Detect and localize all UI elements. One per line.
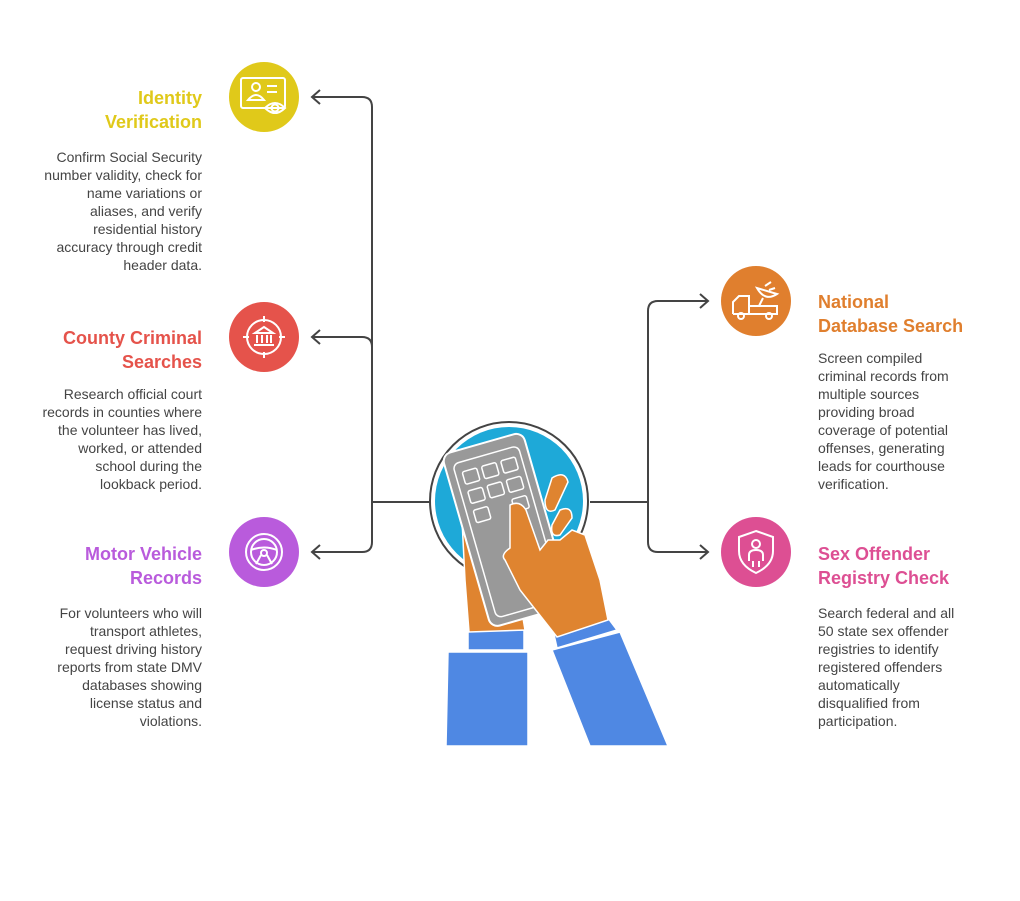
title-line: Motor Vehicle [84, 544, 202, 564]
title-line: County Criminal [62, 328, 202, 348]
title-line: Database Search [818, 316, 964, 336]
courthouse-target-icon [229, 302, 299, 372]
national-description: Screen compiled criminal records from mu… [818, 350, 949, 492]
id-card-eye-icon [229, 62, 299, 132]
satellite-truck-icon [721, 266, 791, 336]
title-line: Records [129, 568, 202, 588]
title-line: Sex Offender [818, 544, 931, 564]
title-line: Registry Check [818, 568, 950, 588]
title-line: Searches [121, 352, 202, 372]
title-line: Verification [104, 112, 202, 132]
county-description: Research official court records in count… [42, 386, 202, 492]
hands-calculator-illustration [429, 421, 670, 747]
shield-person-icon [721, 517, 791, 587]
motor-description: For volunteers who will transport athlet… [57, 605, 202, 729]
identity-description: Confirm Social Security number validity,… [44, 149, 202, 273]
sex-offender-description: Search federal and all 50 state sex offe… [818, 605, 955, 729]
title-line: Identity [137, 88, 202, 108]
title-line: National [818, 292, 890, 312]
steering-wheel-icon [229, 517, 299, 587]
